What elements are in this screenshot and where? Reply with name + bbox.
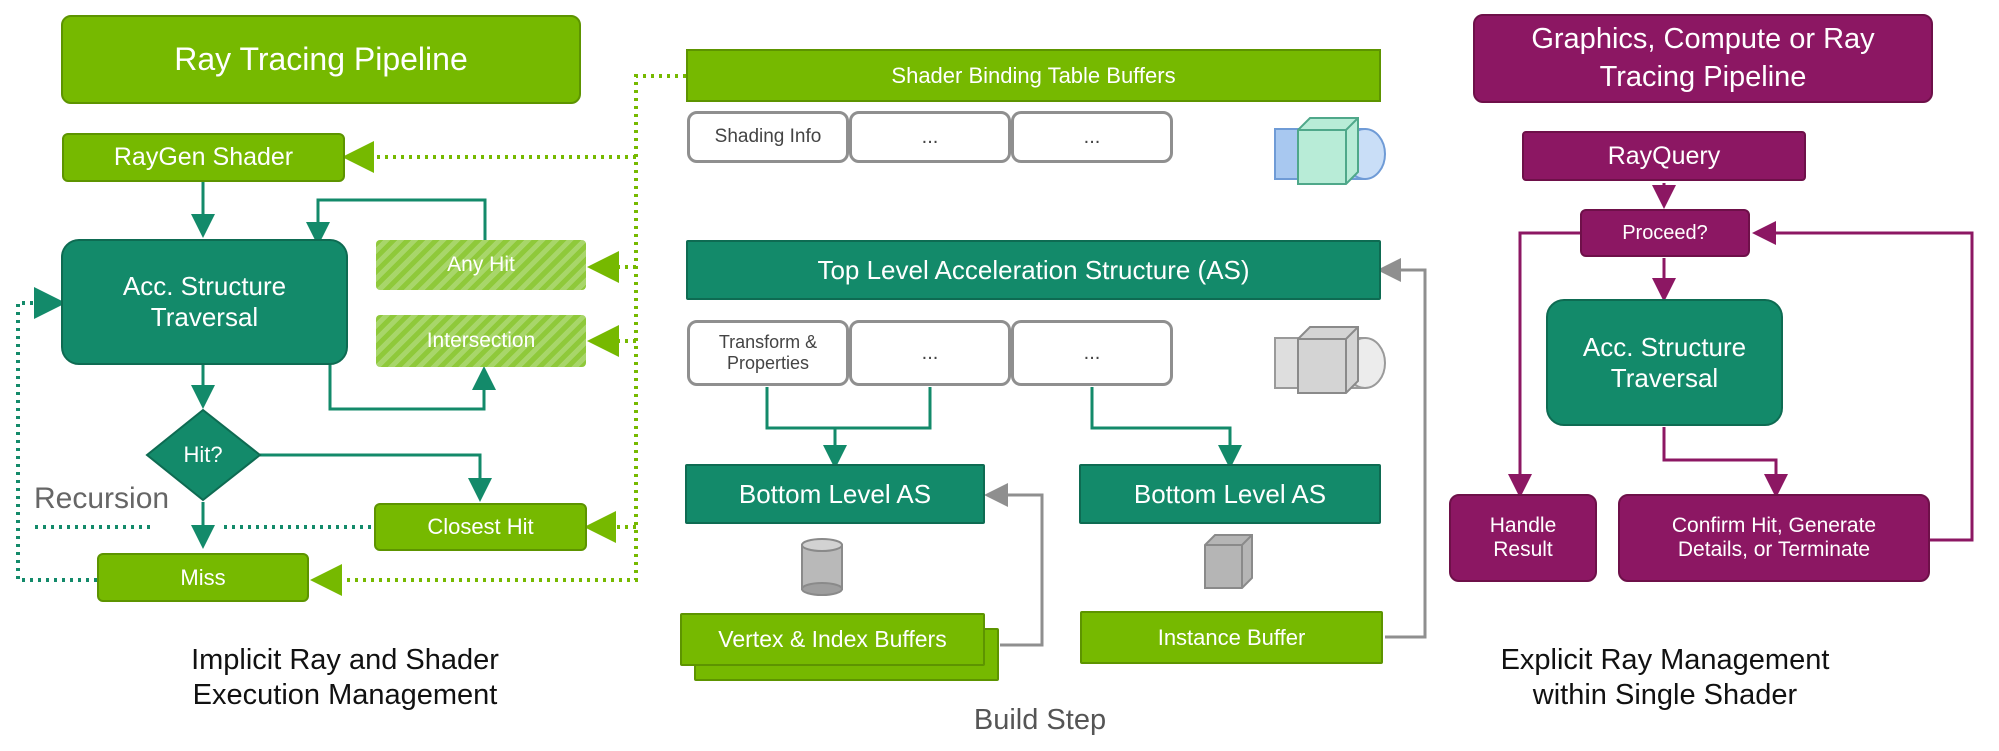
- build-step-caption: Build Step: [973, 704, 1107, 736]
- confirm-hit-box: Confirm Hit, Generate Details, or Termin…: [1618, 494, 1930, 582]
- intersection-box: Intersection: [376, 315, 586, 367]
- sbt-cell-2: ...: [849, 111, 1011, 163]
- instance-buffer-box: Instance Buffer: [1080, 611, 1383, 664]
- sbt-cell-3: ...: [1011, 111, 1173, 163]
- raygen-shader-box: RayGen Shader: [62, 133, 345, 182]
- tlas-cell-3: ...: [1011, 320, 1173, 386]
- right-acc-structure-traversal-box: Acc. Structure Traversal: [1546, 299, 1783, 426]
- shader-binding-table-header: Shader Binding Table Buffers: [686, 49, 1381, 102]
- tlas-buffer-icon: [1274, 326, 1386, 394]
- top-level-as-header: Top Level Acceleration Structure (AS): [686, 240, 1381, 300]
- tlas-cell-transform-properties: Transform & Properties: [687, 320, 849, 386]
- blas-instance-box-icon: [1204, 534, 1253, 589]
- any-hit-box: Any Hit: [376, 240, 586, 290]
- rayquery-box: RayQuery: [1522, 131, 1806, 181]
- right-caption: Explicit Ray Management within Single Sh…: [1500, 644, 1830, 712]
- hit-decision-label: Hit?: [183, 442, 223, 467]
- bottom-level-as-left: Bottom Level AS: [685, 464, 985, 524]
- miss-box: Miss: [97, 553, 309, 602]
- sbt-buffer-icon: [1274, 117, 1386, 185]
- proceed-box: Proceed?: [1580, 209, 1750, 257]
- handle-result-box: Handle Result: [1449, 494, 1597, 582]
- ray-tracing-pipeline-title: Ray Tracing Pipeline: [61, 15, 581, 104]
- acc-structure-traversal-box: Acc. Structure Traversal: [61, 239, 348, 365]
- blas-geometry-cylinder-icon: [801, 538, 843, 596]
- tlas-cell-2: ...: [849, 320, 1011, 386]
- sbt-cell-shading-info: Shading Info: [687, 111, 849, 163]
- vertex-index-buffers-box: Vertex & Index Buffers: [680, 613, 985, 666]
- graphics-compute-pipeline-title: Graphics, Compute or Ray Tracing Pipelin…: [1473, 14, 1933, 103]
- closest-hit-box: Closest Hit: [374, 503, 587, 551]
- hit-decision-diamond: [145, 408, 262, 502]
- left-caption: Implicit Ray and Shader Execution Manage…: [191, 644, 499, 712]
- recursion-label: Recursion: [30, 482, 174, 516]
- bottom-level-as-right: Bottom Level AS: [1079, 464, 1381, 524]
